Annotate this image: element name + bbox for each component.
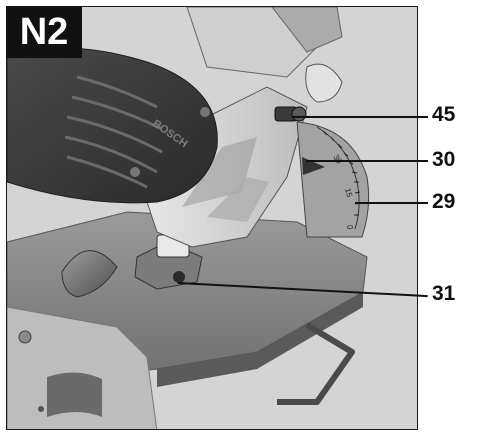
illustration-frame: 30 15 0 BOSCH	[6, 6, 418, 430]
motor-screw-2	[130, 167, 140, 177]
guard-hub	[305, 63, 343, 103]
base-foot	[7, 306, 158, 429]
callout-29: 29	[432, 190, 456, 213]
dome-knob	[61, 250, 118, 298]
callout-30: 30	[432, 148, 456, 171]
carry-handle	[277, 322, 355, 405]
arm-recess-2	[207, 177, 269, 222]
scale-mark-15: 15	[343, 187, 354, 198]
figure-badge: N2	[6, 6, 82, 58]
motor-housing	[7, 47, 218, 204]
motor-vents	[64, 75, 163, 189]
base-table-edge	[157, 292, 363, 387]
leader-line-30	[306, 160, 428, 162]
base-screw	[18, 330, 32, 344]
callout-45: 45	[432, 103, 456, 126]
clamp-screw-31	[173, 271, 185, 283]
upper-guard	[186, 7, 318, 78]
bevel-lock-cap	[291, 106, 307, 122]
callout-31: 31	[432, 282, 456, 305]
saw-illustration: 30 15 0 BOSCH	[7, 7, 417, 429]
motor-screw	[200, 107, 210, 117]
bevel-quadrant	[296, 121, 370, 238]
guard-rib	[271, 7, 343, 53]
leader-line-29	[355, 202, 428, 204]
leader-line-45	[292, 116, 428, 118]
scale-mark-0: 0	[345, 225, 354, 230]
foot-grip	[47, 372, 102, 417]
base-hole	[38, 406, 44, 412]
